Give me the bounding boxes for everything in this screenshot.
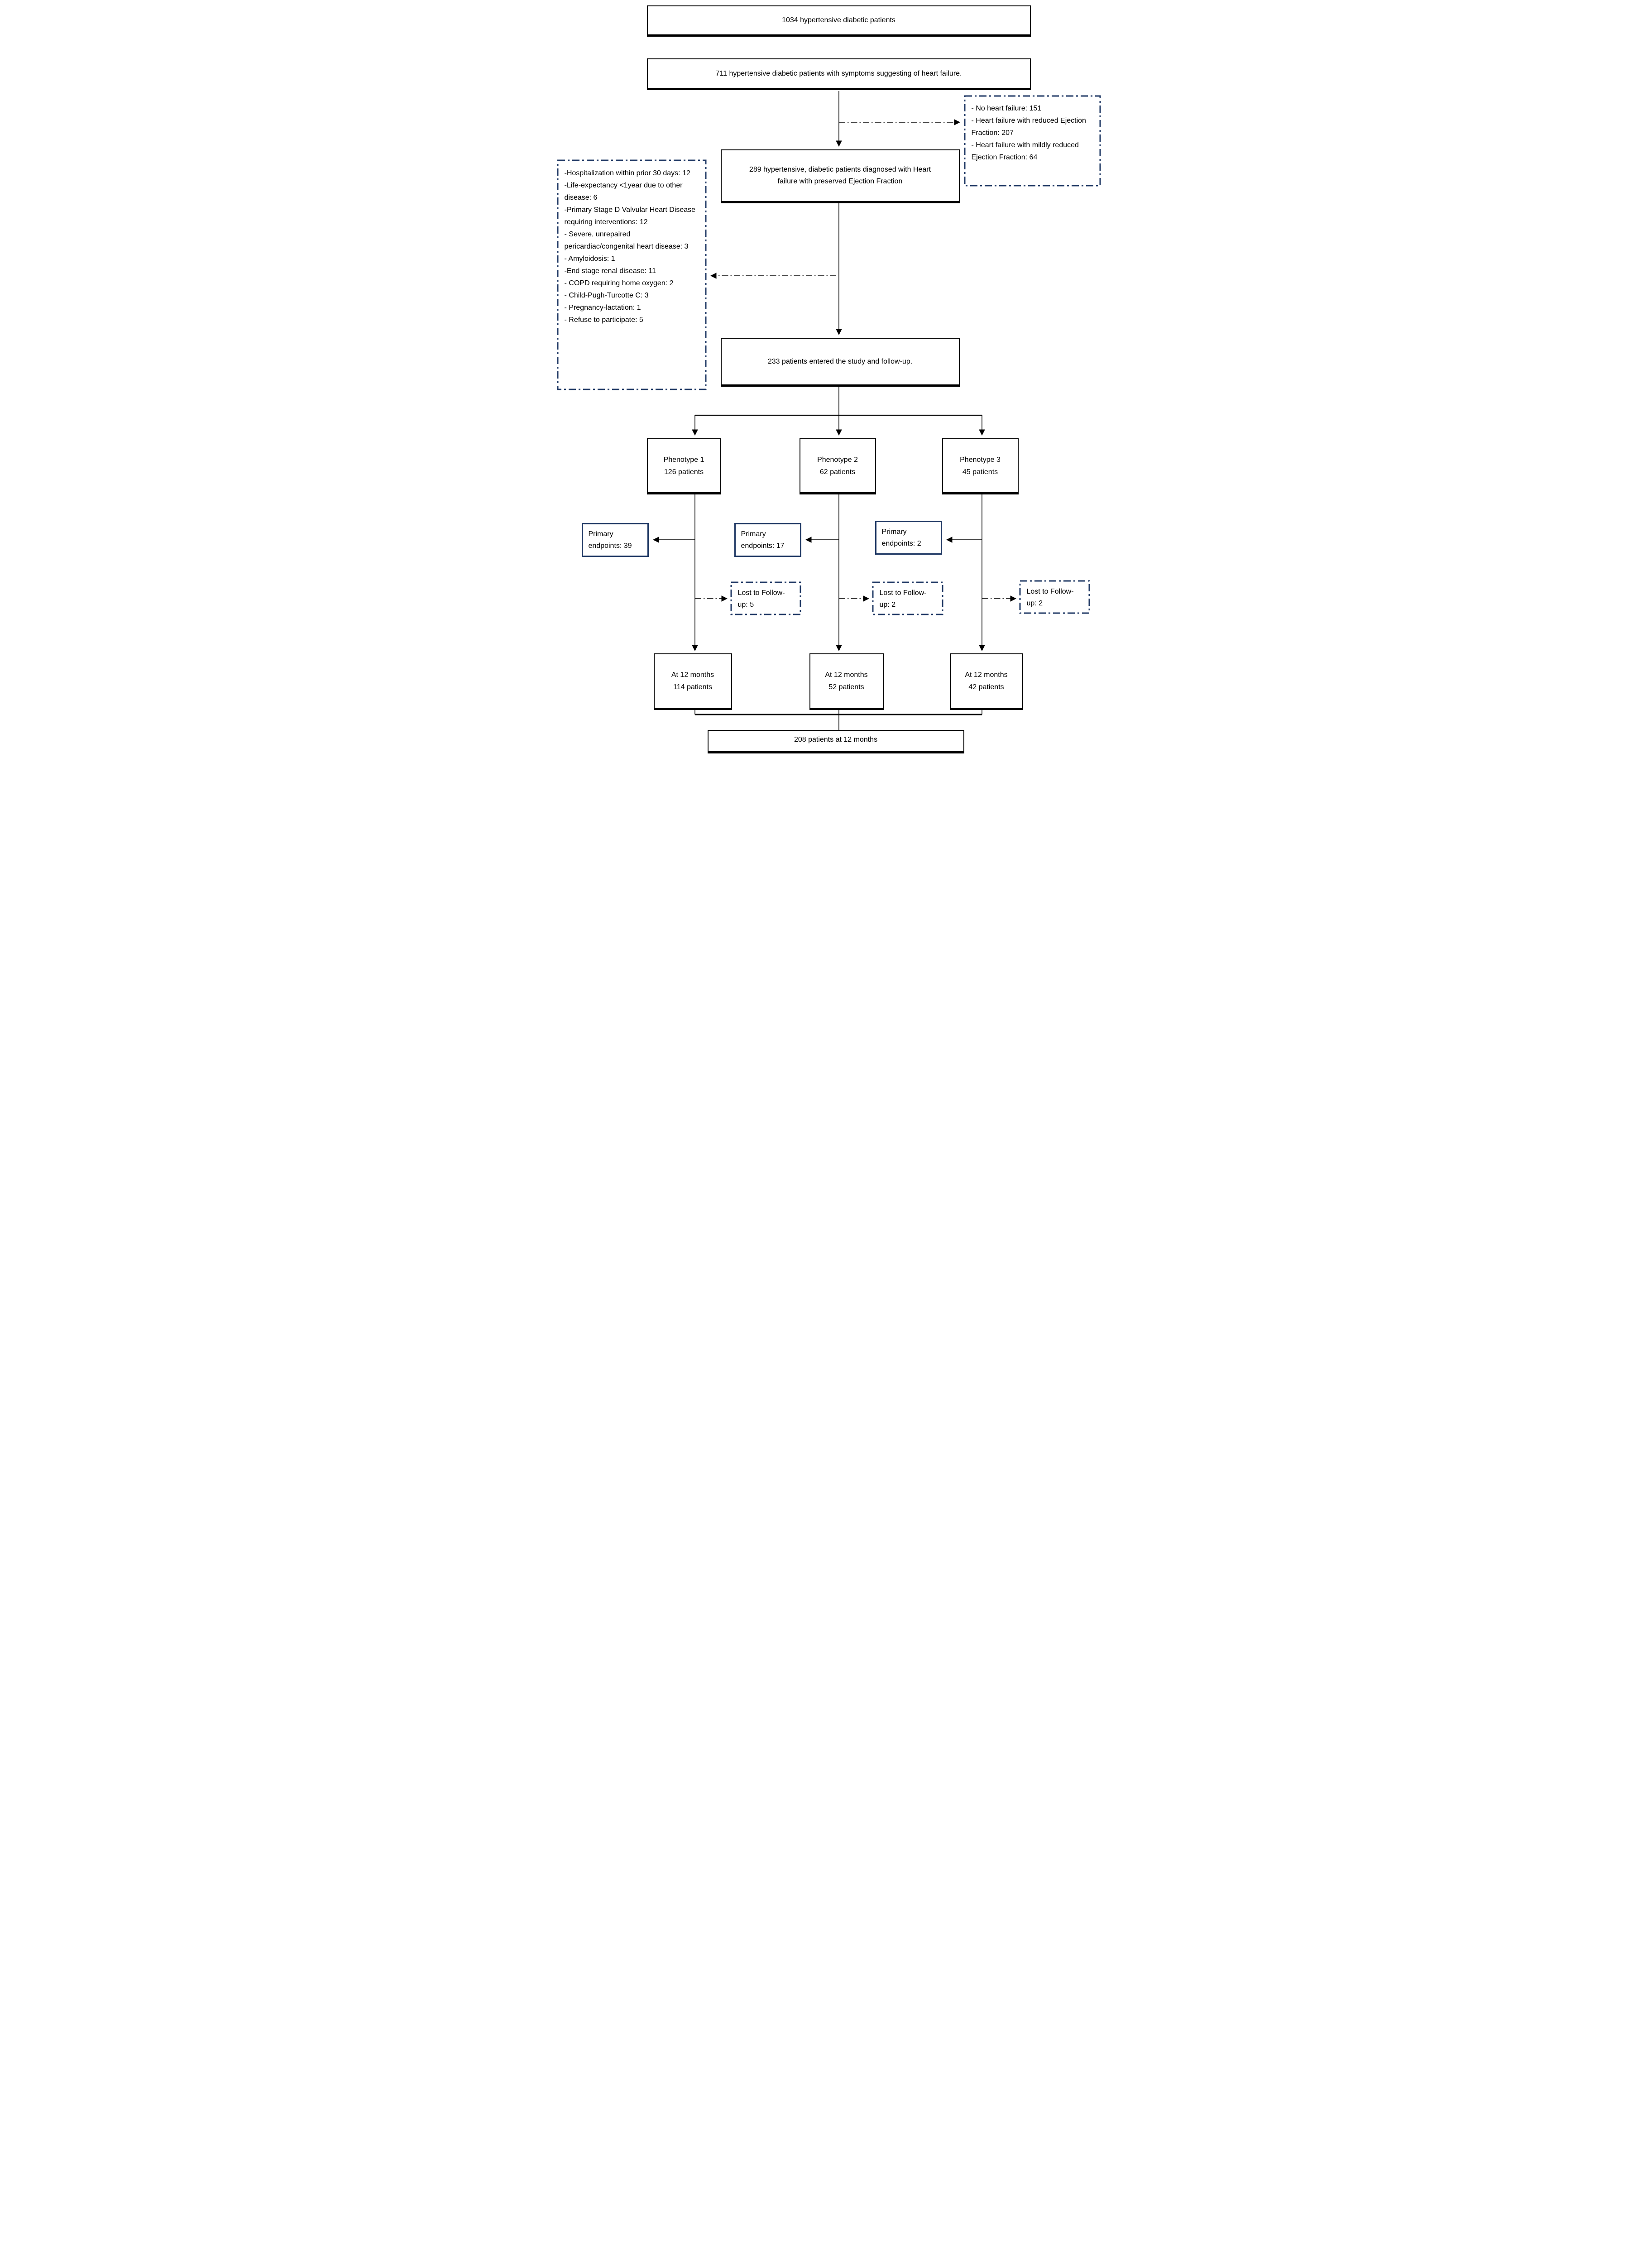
box-primary-endpoints-3: Primary endpoints: 2	[875, 521, 942, 555]
box-at-12-months-3: At 12 months 42 patients	[949, 653, 1023, 710]
hf-exclusion-item: - Heart failure with mildly reduced Ejec…	[971, 141, 1079, 161]
connector-lines-layer	[557, 91, 1101, 730]
box-711-symptomatic: 711 hypertensive diabetic patients with …	[646, 58, 1031, 90]
box-1034-patients: 1034 hypertensive diabetic patients	[646, 5, 1031, 37]
hf-exclusion-item: - Heart failure with reduced Ejection Fr…	[971, 117, 1086, 137]
primary-endpoints-2-label: Primary endpoints: 17	[741, 530, 785, 550]
box-208-final: 208 patients at 12 months	[707, 730, 964, 753]
box-lost-followup-1: Lost to Follow-up: 5	[733, 583, 799, 614]
primary-endpoints-3-label: Primary endpoints: 2	[881, 528, 921, 547]
study-exclusion-item: -Hospitalization within prior 30 days: 1…	[564, 169, 690, 177]
box-phenotype-1: Phenotype 1 126 patients	[646, 438, 721, 494]
box-phenotype-2: Phenotype 2 62 patients	[799, 438, 876, 494]
at-12-months-2-count: 52 patients	[828, 683, 864, 691]
box-lost-followup-2: Lost to Follow-up: 2	[874, 583, 941, 614]
box-primary-endpoints-2: Primary endpoints: 17	[734, 523, 801, 557]
study-exclusion-item: - Amyloidosis: 1	[564, 255, 615, 263]
study-exclusion-item: - Refuse to participate: 5	[564, 316, 643, 324]
at-12-months-1-line1: At 12 months	[671, 671, 714, 679]
study-exclusion-item: - Severe, unrepaired pericardiac/congeni…	[564, 230, 689, 250]
phenotype-1-title: Phenotype 1	[663, 456, 704, 464]
study-exclusion-item: - Child-Pugh-Turcotte C: 3	[564, 292, 649, 299]
phenotype-1-count: 126 patients	[664, 468, 704, 476]
box-233-label: 233 patients entered the study and follo…	[767, 357, 913, 365]
phenotype-3-count: 45 patients	[962, 468, 998, 476]
lost-followup-3-label: Lost to Follow-up: 2	[1026, 588, 1074, 607]
box-289-label: 289 hypertensive, diabetic patients diag…	[749, 166, 931, 185]
box-1034-label: 1034 hypertensive diabetic patients	[782, 16, 895, 24]
lost-followup-1-label: Lost to Follow-up: 5	[737, 589, 785, 609]
at-12-months-2-line1: At 12 months	[825, 671, 868, 679]
box-excluded-heart-failure: - No heart failure: 151 - Heart failure …	[966, 97, 1099, 185]
box-at-12-months-2: At 12 months 52 patients	[809, 653, 884, 710]
phenotype-2-title: Phenotype 2	[817, 456, 858, 464]
box-at-12-months-1: At 12 months 114 patients	[653, 653, 732, 710]
hf-exclusion-item: - No heart failure: 151	[971, 105, 1042, 112]
box-208-label: 208 patients at 12 months	[794, 736, 878, 743]
study-exclusion-item: - Pregnancy-lactation: 1	[564, 304, 641, 312]
box-233-entered: 233 patients entered the study and follo…	[720, 338, 960, 387]
lost-followup-2-label: Lost to Follow-up: 2	[879, 589, 927, 609]
study-exclusion-item: -Primary Stage D Valvular Heart Disease …	[564, 206, 696, 226]
phenotype-3-title: Phenotype 3	[960, 456, 1001, 464]
primary-endpoints-1-label: Primary endpoints: 39	[588, 530, 632, 550]
box-study-exclusions: -Hospitalization within prior 30 days: 1…	[559, 162, 704, 388]
box-primary-endpoints-1: Primary endpoints: 39	[581, 523, 649, 557]
at-12-months-3-count: 42 patients	[968, 683, 1004, 691]
box-phenotype-3: Phenotype 3 45 patients	[942, 438, 1019, 494]
phenotype-2-count: 62 patients	[819, 468, 856, 476]
study-exclusion-item: -End stage renal disease: 11	[564, 267, 656, 275]
study-exclusion-item: - COPD requiring home oxygen: 2	[564, 279, 674, 287]
at-12-months-3-line1: At 12 months	[965, 671, 1008, 679]
at-12-months-1-count: 114 patients	[673, 683, 712, 691]
box-289-hfpef: 289 hypertensive, diabetic patients diag…	[720, 149, 960, 203]
box-lost-followup-3: Lost to Follow-up: 2	[1021, 582, 1088, 612]
box-711-label: 711 hypertensive diabetic patients with …	[715, 69, 962, 77]
patient-flow-diagram: 1034 hypertensive diabetic patients 711 …	[551, 0, 1101, 758]
study-exclusion-item: -Life-expectancy <1year due to other dis…	[564, 182, 683, 201]
